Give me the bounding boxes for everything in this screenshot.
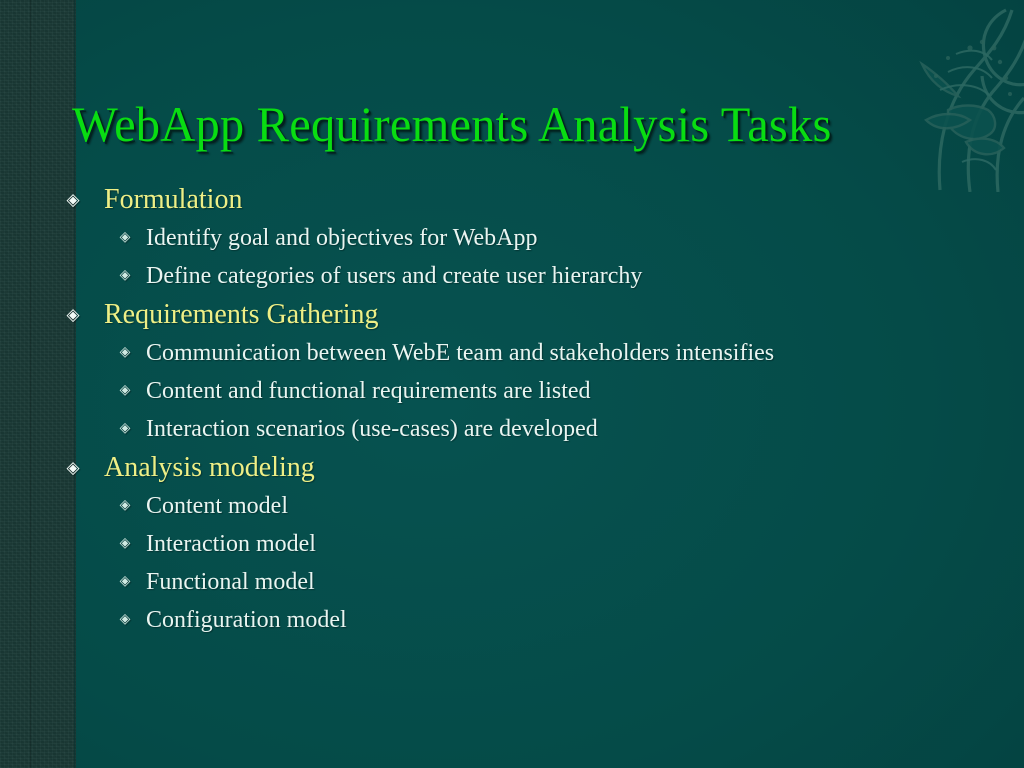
level2-bullet-item: ◈ Functional model bbox=[0, 563, 1024, 601]
level1-bullet-item: ◈ Requirements Gathering bbox=[0, 295, 1024, 334]
level2-bullet-label: Interaction scenarios (use-cases) are de… bbox=[146, 416, 598, 442]
diamond-bullet-icon: ◈ bbox=[119, 498, 131, 513]
level2-bullet-item: ◈ Interaction model bbox=[0, 525, 1024, 563]
level2-bullet-label: Configuration model bbox=[146, 607, 347, 633]
slide-body: ◈ Formulation ◈ Identify goal and object… bbox=[0, 180, 1024, 639]
level2-bullet-label: Interaction model bbox=[146, 531, 316, 557]
diamond-bullet-icon: ◈ bbox=[119, 612, 131, 627]
level2-bullet-label: Content and functional requirements are … bbox=[146, 378, 591, 404]
bullet-group: ◈ Formulation ◈ Identify goal and object… bbox=[0, 180, 1024, 295]
bullet-group: ◈ Analysis modeling ◈ Content model ◈ In… bbox=[0, 448, 1024, 639]
diamond-bullet-icon: ◈ bbox=[66, 190, 80, 209]
level2-bullet-label: Define categories of users and create us… bbox=[146, 263, 643, 289]
level2-bullet-label: Content model bbox=[146, 493, 288, 519]
diamond-bullet-icon: ◈ bbox=[119, 230, 131, 245]
level2-bullet-item: ◈ Define categories of users and create … bbox=[0, 257, 1024, 295]
diamond-bullet-icon: ◈ bbox=[119, 383, 131, 398]
level1-bullet-label: Formulation bbox=[104, 184, 243, 215]
diamond-bullet-icon: ◈ bbox=[119, 421, 131, 436]
level1-bullet-label: Analysis modeling bbox=[104, 452, 315, 483]
band-edge-shadow bbox=[74, 0, 76, 768]
level2-bullet-item: ◈ Identify goal and objectives for WebAp… bbox=[0, 219, 1024, 257]
bullet-group: ◈ Requirements Gathering ◈ Communication… bbox=[0, 295, 1024, 448]
level2-bullet-item: ◈ Configuration model bbox=[0, 601, 1024, 639]
level2-bullet-label: Functional model bbox=[146, 569, 315, 595]
diamond-bullet-icon: ◈ bbox=[119, 536, 131, 551]
level2-bullet-label: Communication between WebE team and stak… bbox=[146, 340, 775, 366]
level2-bullet-item: ◈ Communication between WebE team and st… bbox=[0, 334, 1024, 372]
level2-bullet-item: ◈ Content and functional requirements ar… bbox=[0, 372, 1024, 410]
diamond-bullet-icon: ◈ bbox=[66, 458, 80, 477]
level2-bullet-item: ◈ Content model bbox=[0, 487, 1024, 525]
diamond-bullet-icon: ◈ bbox=[119, 574, 131, 589]
left-decorative-band bbox=[0, 0, 76, 768]
level2-bullet-label: Identify goal and objectives for WebApp bbox=[146, 225, 538, 251]
level1-bullet-item: ◈ Analysis modeling bbox=[0, 448, 1024, 487]
diamond-bullet-icon: ◈ bbox=[119, 268, 131, 283]
band-inner-line bbox=[30, 0, 31, 768]
level2-bullet-item: ◈ Interaction scenarios (use-cases) are … bbox=[0, 410, 1024, 448]
slide-title: WebApp Requirements Analysis Tasks bbox=[72, 95, 832, 152]
level1-bullet-label: Requirements Gathering bbox=[104, 299, 379, 330]
diamond-bullet-icon: ◈ bbox=[66, 305, 80, 324]
level1-bullet-item: ◈ Formulation bbox=[0, 180, 1024, 219]
diamond-bullet-icon: ◈ bbox=[119, 345, 131, 360]
